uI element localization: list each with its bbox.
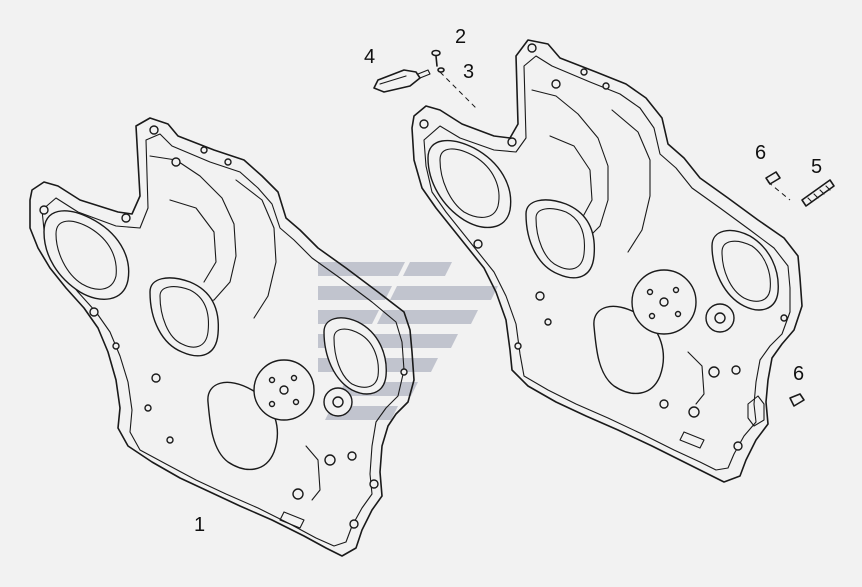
callout-5: 5: [811, 156, 822, 178]
callout-6-lower: 6: [793, 363, 804, 385]
stud: [801, 179, 835, 207]
right-timing-cover: [411, 39, 803, 483]
screw: [431, 49, 441, 67]
callout-2: 2: [455, 26, 466, 48]
callout-4: 4: [364, 46, 375, 68]
leader-pin-to-housing: [767, 181, 791, 201]
dowel-pin-lower: [789, 393, 805, 407]
callout-3: 3: [463, 61, 474, 83]
left-timing-cover: [29, 117, 415, 557]
callout-1: 1: [194, 514, 205, 536]
sealant-tube: [373, 69, 431, 93]
washer: [437, 67, 445, 73]
callout-6-upper: 6: [755, 142, 766, 164]
